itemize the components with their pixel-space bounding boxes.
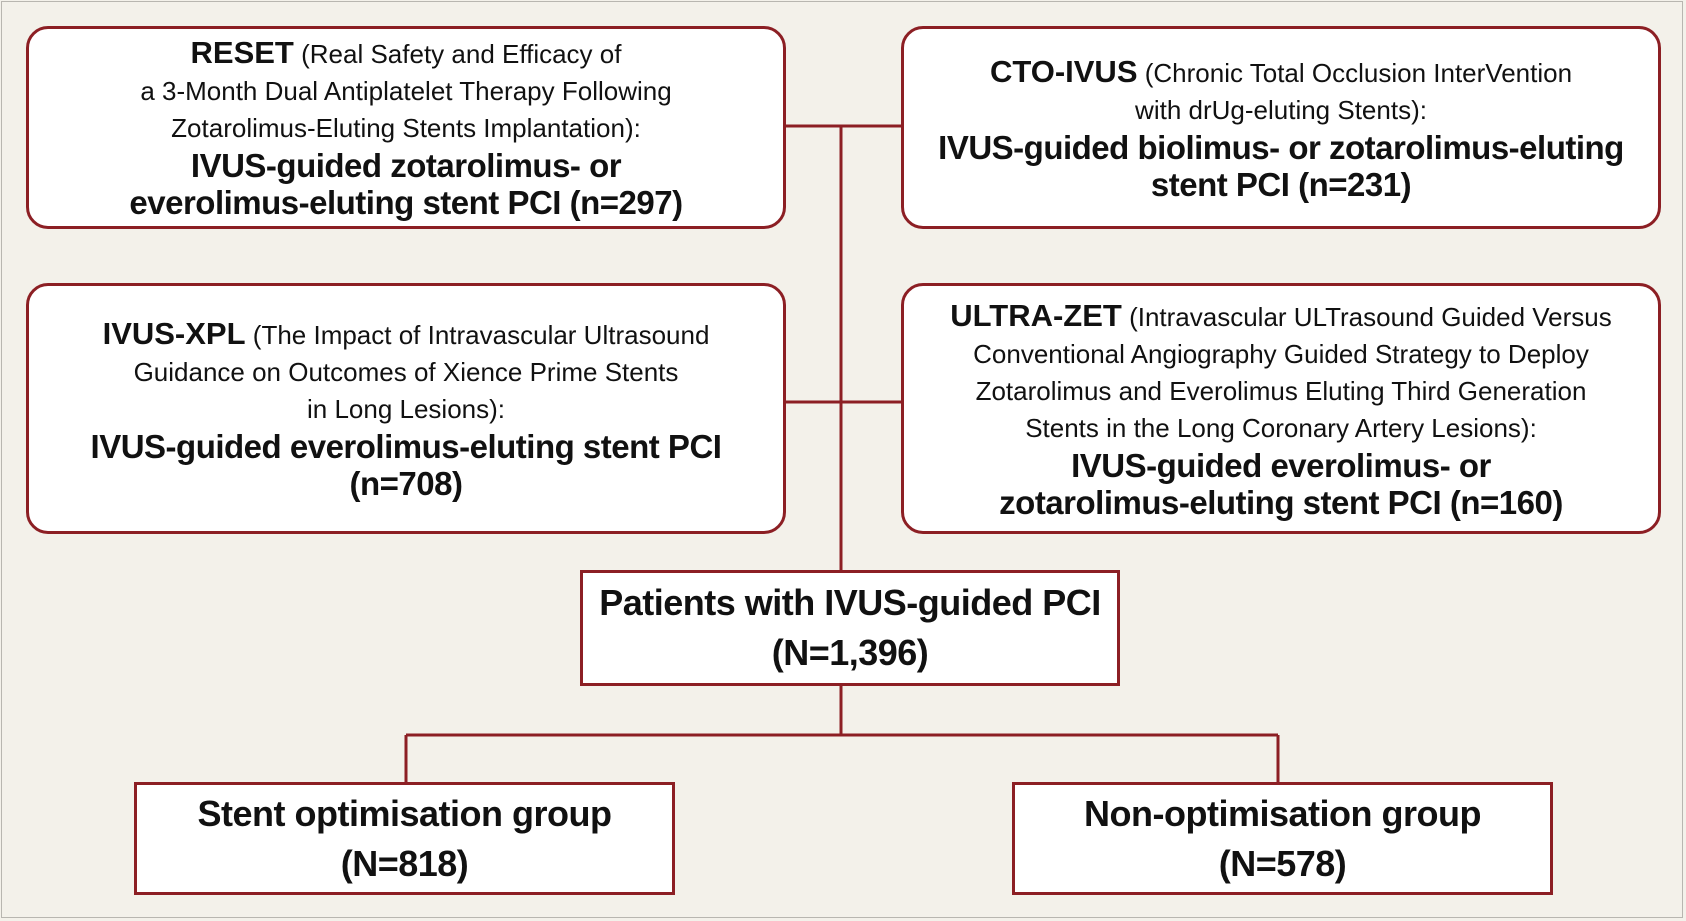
study-desc-line: Guidance on Outcomes of Xience Prime Ste… [133,357,679,387]
study-result-line: stent PCI (n=231) [1150,165,1412,203]
pooled-patients-box: Patients with IVUS-guided PCI (N=1,396) [580,570,1120,686]
study-box-reset: RESET (Real Safety and Efficacy of a 3-M… [26,26,786,229]
study-result-line: IVUS-guided everolimus- or [1071,446,1491,484]
group-count: (N=818) [340,842,469,884]
study-box-ultra-zet: ULTRA-ZET (Intravascular ULTrasound Guid… [901,283,1661,534]
study-desc-line: Conventional Angiography Guided Strategy… [973,338,1589,369]
study-result-line: IVUS-guided zotarolimus- or [190,147,622,184]
study-result-line: IVUS-guided everolimus-eluting stent PCI [90,428,722,465]
study-acronym: RESET [190,35,294,70]
group-label: Stent optimisation group [197,792,612,834]
study-box-ivus-xpl: IVUS-XPL (The Impact of Intravascular Ul… [26,283,786,534]
study-desc-line: with drUg-eluting Stents): [1135,94,1427,125]
study-desc-line: Stents in the Long Coronary Artery Lesio… [1025,412,1537,443]
study-title-line: IVUS-XPL (The Impact of Intravascular Ul… [102,316,710,351]
study-title-line: RESET (Real Safety and Efficacy of [190,35,622,70]
study-desc-line: in Long Lesions): [306,394,506,424]
group-label: Non-optimisation group [1084,792,1481,834]
non-optimisation-group-box: Non-optimisation group (N=578) [1012,782,1553,895]
pooled-count: (N=1,396) [771,632,929,673]
study-title-line: CTO-IVUS (Chronic Total Occlusion InterV… [989,53,1573,89]
study-desc-line: Zotarolimus-Eluting Stents Implantation)… [171,113,641,143]
study-desc-line: a 3-Month Dual Antiplatelet Therapy Foll… [140,76,672,106]
study-result-line: (n=708) [349,465,463,502]
study-acronym: ULTRA-ZET [950,297,1122,333]
study-desc-line: Zotarolimus and Everolimus Eluting Third… [975,375,1587,406]
group-count: (N=578) [1218,842,1347,884]
study-title-line: ULTRA-ZET (Intravascular ULTrasound Guid… [950,297,1612,333]
study-acronym: CTO-IVUS [989,53,1138,89]
study-result-line: IVUS-guided biolimus- or zotarolimus-elu… [938,128,1624,166]
study-acronym: IVUS-XPL [102,316,246,351]
optimisation-group-box: Stent optimisation group (N=818) [134,782,675,895]
study-result-line: everolimus-eluting stent PCI (n=297) [129,184,683,221]
study-box-cto-ivus: CTO-IVUS (Chronic Total Occlusion InterV… [901,26,1661,229]
study-result-line: zotarolimus-eluting stent PCI (n=160) [999,483,1563,521]
pooled-label: Patients with IVUS-guided PCI [599,582,1101,623]
